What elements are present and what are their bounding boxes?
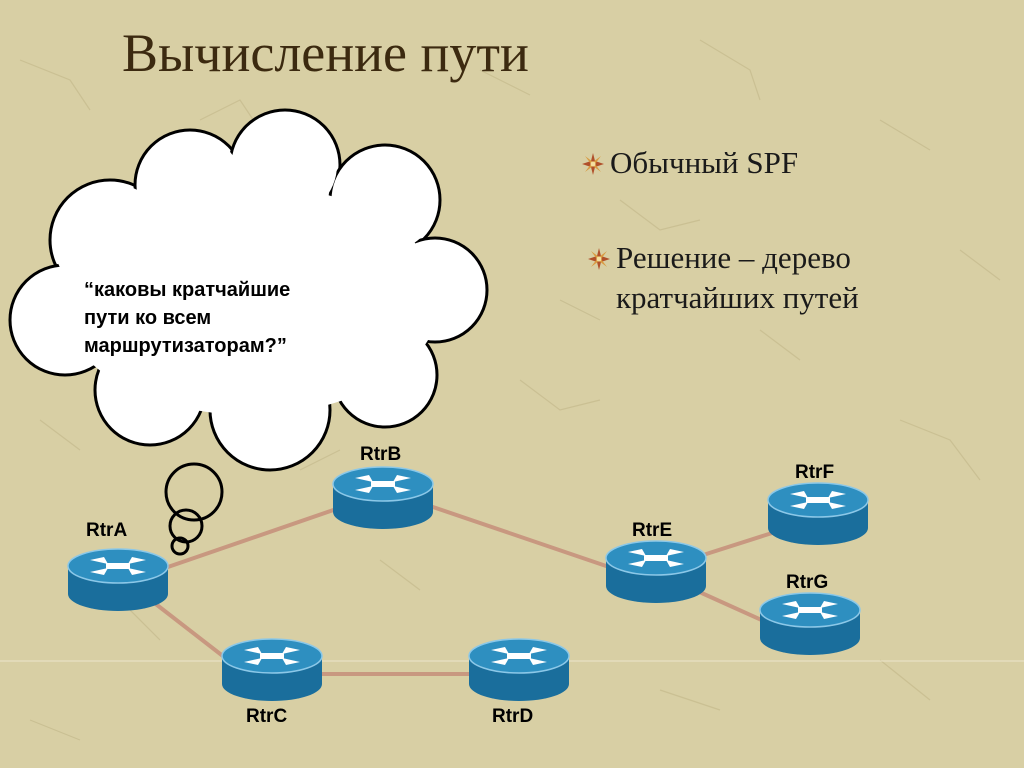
- router-label-rtrd: RtrD: [492, 706, 534, 727]
- bullet-item-spf: Обычный SPF: [582, 143, 1002, 183]
- star-bullet-icon: [588, 248, 610, 270]
- thought-line1: “каковы кратчайшие: [84, 279, 291, 301]
- link-rtre-rtrg: [693, 588, 768, 624]
- router-icon: [605, 540, 707, 604]
- star-bullet-icon: [582, 153, 604, 175]
- router-icon: [332, 466, 434, 530]
- link-rtrb-rtre: [428, 504, 614, 570]
- router-rtrb[interactable]: [332, 466, 434, 530]
- router-rtrd[interactable]: [468, 638, 570, 702]
- thought-line3: маршрутизаторам?”: [84, 335, 287, 357]
- thought-bubbles: [164, 462, 224, 556]
- router-label-rtrb: RtrB: [360, 444, 402, 465]
- router-rtrc[interactable]: [221, 638, 323, 702]
- router-rtrf[interactable]: [767, 482, 869, 546]
- link-rtra-rtrc: [146, 596, 230, 662]
- link-rtre-rtrf: [698, 531, 774, 558]
- router-label-rtra: RtrA: [86, 520, 128, 541]
- router-icon: [221, 638, 323, 702]
- link-rtra-rtrb: [163, 504, 347, 570]
- bullet-text-line1: Решение – дерево: [616, 240, 851, 275]
- router-icon: [468, 638, 570, 702]
- thought-text: “каковы кратчайшие пути ко всем маршрути…: [84, 276, 414, 360]
- router-icon: [767, 482, 869, 546]
- bullet-text: Обычный SPF: [610, 145, 799, 180]
- router-label-rtrf: RtrF: [795, 462, 835, 483]
- router-icon: [759, 592, 861, 656]
- bullet-item-tree: Решение – дерево кратчайших путей: [588, 238, 1008, 318]
- router-label-rtre: RtrE: [632, 520, 673, 541]
- thought-line2: пути ко всем: [84, 307, 212, 329]
- router-rtre[interactable]: [605, 540, 707, 604]
- router-label-rtrc: RtrC: [246, 706, 288, 727]
- slide-title: Вычисление пути: [122, 23, 529, 83]
- router-icon: [67, 548, 169, 612]
- router-label-rtrg: RtrG: [786, 572, 829, 593]
- router-rtra[interactable]: [67, 548, 169, 612]
- network-links: [146, 504, 774, 676]
- router-rtrg[interactable]: [759, 592, 861, 656]
- bullet-text-line2: кратчайших путей: [616, 280, 859, 315]
